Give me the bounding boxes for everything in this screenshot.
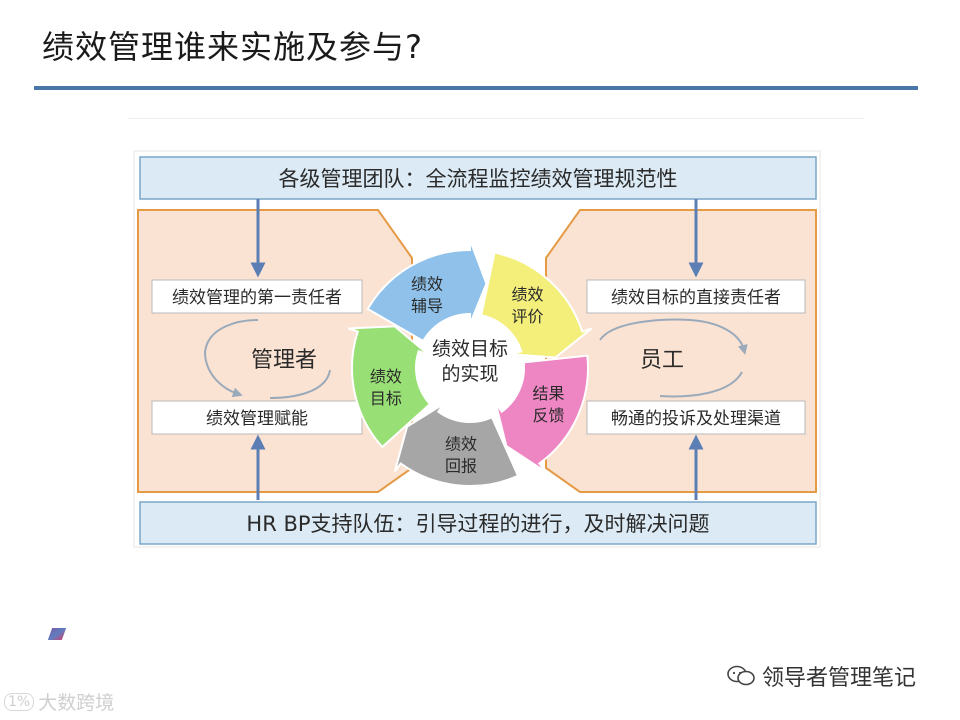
bottom-banner-text: HR BP支持队伍：引导过程的进行，及时解决问题 bbox=[246, 512, 709, 536]
cycle-segment-1 bbox=[366, 239, 488, 343]
bottom-banner bbox=[139, 501, 817, 545]
top-banner-text: 各级管理团队：全流程监控绩效管理规范性 bbox=[279, 167, 678, 191]
watermark-left: 1% 大数跨境 bbox=[4, 688, 114, 715]
cycle-segment-4 bbox=[393, 402, 520, 487]
left-cycle-arrow bbox=[204, 351, 243, 398]
right-upper-box bbox=[586, 279, 806, 314]
right-upper-text: 绩效目标的直接责任者 bbox=[611, 288, 781, 308]
top-banner bbox=[139, 156, 817, 200]
cycle-segment-5 bbox=[347, 325, 432, 449]
left-upper-box bbox=[151, 279, 363, 314]
cycle-segment-2-label-1: 绩效 bbox=[512, 285, 544, 304]
cycle-center-line1: 绩效目标 bbox=[432, 338, 508, 360]
cycle-segment-3-label-2: 反馈 bbox=[533, 406, 565, 425]
cycle-segment-2 bbox=[480, 251, 593, 359]
watermark-right-text: 领导者管理笔记 bbox=[762, 666, 917, 691]
left-lower-box bbox=[151, 400, 363, 435]
cycle-center-line2: 的实现 bbox=[441, 363, 498, 385]
left-role-label: 管理者 bbox=[251, 348, 317, 373]
cycle-segment-4-label-1: 绩效 bbox=[445, 435, 477, 454]
watermark-left-logo: 1% bbox=[4, 692, 35, 711]
faint-divider bbox=[128, 118, 864, 119]
right-cycle-arc-bottom bbox=[659, 371, 743, 398]
cycle-segment-2-label-2: 评价 bbox=[512, 307, 544, 326]
cycle-segment-1-label-1: 绩效 bbox=[411, 275, 443, 294]
watermark-left-text: 大数跨境 bbox=[38, 692, 115, 714]
right-lower-box bbox=[586, 400, 806, 435]
cycle-segment-3-label-1: 结果 bbox=[533, 384, 565, 403]
chat-bubble-icon bbox=[727, 665, 755, 686]
left-upper-text: 绩效管理的第一责任者 bbox=[172, 288, 342, 308]
watermark-right: 领导者管理笔记 bbox=[726, 660, 916, 692]
cycle-segment-5-label-2: 目标 bbox=[370, 389, 402, 408]
right-lower-text: 畅通的投诉及处理渠道 bbox=[611, 409, 781, 429]
left-cycle-arc-bottom bbox=[269, 369, 331, 399]
right-cycle-arrow bbox=[599, 318, 748, 355]
cycle-segment-3 bbox=[494, 354, 589, 473]
title-underline bbox=[34, 86, 918, 90]
cycle-segment-4-label-2: 回报 bbox=[445, 457, 477, 476]
page-title: 绩效管理谁来实施及参与? bbox=[42, 28, 423, 66]
left-lower-text: 绩效管理赋能 bbox=[206, 409, 308, 429]
right-role-label: 员工 bbox=[640, 348, 684, 373]
cycle-segment-5-label-1: 绩效 bbox=[370, 367, 402, 386]
cycle-segment-1-label-2: 辅导 bbox=[411, 297, 443, 316]
left-cycle-arc-top bbox=[204, 319, 259, 353]
